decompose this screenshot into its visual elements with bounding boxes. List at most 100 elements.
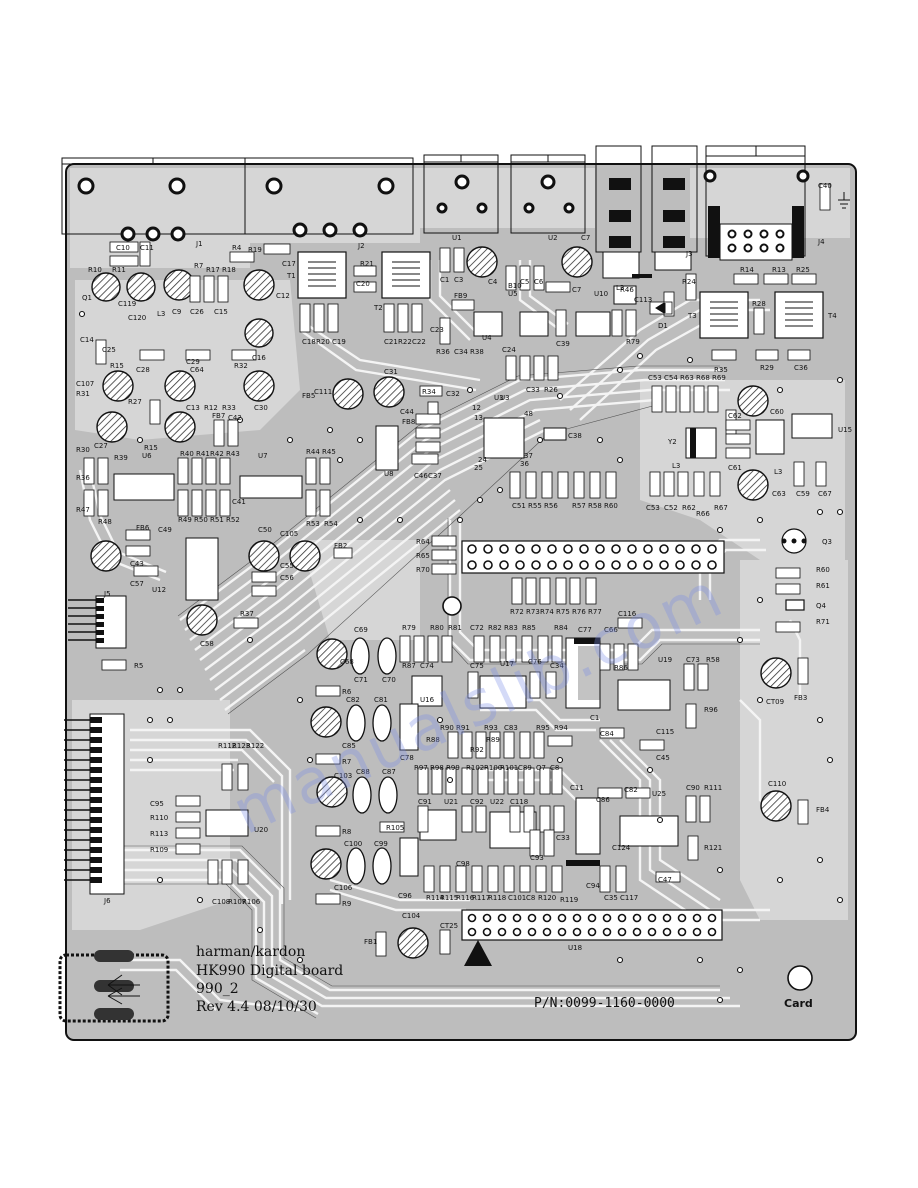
svg-text:C25: C25 [102,346,116,354]
svg-text:FB2: FB2 [334,542,347,550]
svg-text:C43: C43 [130,560,144,568]
svg-text:R100: R100 [484,764,502,772]
svg-text:C11: C11 [570,784,584,792]
svg-text:R70: R70 [416,566,430,574]
svg-text:R64: R64 [416,538,430,546]
svg-text:R115: R115 [440,894,458,902]
svg-text:C68: C68 [340,658,354,666]
svg-text:C44: C44 [400,408,414,416]
svg-text:C82: C82 [624,786,638,794]
svg-text:FB8: FB8 [402,418,415,426]
diode-d1 [649,301,673,315]
svg-text:C94: C94 [586,882,600,890]
svg-text:C64: C64 [190,366,204,374]
svg-text:C11: C11 [140,244,154,252]
svg-text:R46: R46 [620,286,634,294]
svg-text:Q4: Q4 [816,602,827,610]
svg-text:R107: R107 [228,898,246,906]
svg-text:FB3: FB3 [794,694,807,702]
svg-text:C47: C47 [658,876,672,884]
svg-text:R42: R42 [210,450,224,458]
svg-text:R4: R4 [232,244,242,252]
ground-symbol [838,192,850,209]
svg-text:R52: R52 [226,516,240,524]
svg-text:R37: R37 [240,610,254,618]
svg-text:U2: U2 [548,234,558,242]
svg-text:FB4: FB4 [816,806,830,814]
svg-text:R12: R12 [204,404,218,412]
svg-text:C73: C73 [686,656,700,664]
svg-text:Y2: Y2 [667,438,677,446]
svg-text:R48: R48 [98,518,112,526]
svg-text:C33: C33 [556,834,570,842]
svg-text:C99: C99 [374,840,388,848]
svg-text:C67: C67 [818,490,832,498]
svg-text:R61: R61 [816,582,830,590]
svg-text:C5: C5 [520,278,529,286]
svg-text:C76: C76 [528,658,542,666]
svg-text:R27: R27 [128,398,142,406]
svg-text:U10: U10 [594,290,608,298]
svg-text:Q3: Q3 [822,538,832,546]
svg-text:C34: C34 [550,662,564,670]
svg-text:T4: T4 [827,312,837,320]
svg-text:R9: R9 [342,900,351,908]
left-edge-j5-pads [96,598,104,643]
svg-text:C78: C78 [400,754,414,762]
svg-text:R6: R6 [342,688,352,696]
svg-text:R36: R36 [76,474,90,482]
svg-text:13: 13 [474,414,483,422]
svg-text:C71: C71 [354,676,368,684]
svg-text:C52: C52 [664,504,678,512]
svg-text:Q7: Q7 [536,764,546,772]
svg-text:U3: U3 [500,394,510,402]
svg-text:C3: C3 [454,276,463,284]
svg-text:C110: C110 [768,780,786,788]
svg-text:C69: C69 [354,626,368,634]
svg-text:R22: R22 [398,338,412,346]
svg-text:R14: R14 [740,266,754,274]
svg-text:C19: C19 [332,338,346,346]
svg-text:C106: C106 [334,884,353,892]
svg-text:C63: C63 [772,490,786,498]
svg-text:C13: C13 [186,404,200,412]
svg-text:R113: R113 [150,830,168,838]
mounting-holes [442,596,813,991]
svg-text:R7: R7 [342,758,351,766]
svg-text:C6: C6 [534,278,544,286]
svg-text:C96: C96 [398,892,412,900]
svg-text:C8: C8 [550,764,559,772]
svg-text:CT09: CT09 [766,698,784,706]
svg-text:C1: C1 [590,714,599,722]
svg-text:U8: U8 [384,470,394,478]
svg-text:R43: R43 [226,450,240,458]
svg-text:C27: C27 [94,442,108,450]
svg-text:R66: R66 [696,510,710,518]
svg-text:C33: C33 [526,386,540,394]
svg-text:R120: R120 [538,894,556,902]
svg-text:C118: C118 [510,798,528,806]
title-block: harman/kardon HK990 Digital board 990_2 … [196,944,813,1015]
svg-text:C100: C100 [344,840,362,848]
svg-text:C28: C28 [136,366,150,374]
svg-text:R83: R83 [504,624,518,632]
svg-text:36: 36 [520,460,529,468]
svg-text:C92: C92 [470,798,484,806]
svg-text:R65: R65 [416,552,430,560]
svg-text:T3: T3 [687,312,697,320]
svg-text:J6: J6 [103,897,111,905]
header-top-pins [467,544,717,570]
transistor-pins [781,538,807,544]
svg-text:R99: R99 [446,764,460,772]
svg-text:R11: R11 [112,266,126,274]
svg-text:C32: C32 [446,390,460,398]
svg-text:C55: C55 [280,562,294,570]
svg-text:R96: R96 [704,706,718,714]
svg-text:C34: C34 [454,348,468,356]
svg-text:C53: C53 [646,504,660,512]
svg-text:R73: R73 [526,608,540,616]
svg-text:R116: R116 [456,894,475,902]
svg-text:T1: T1 [286,272,296,280]
svg-text:R10: R10 [88,266,102,274]
svg-text:C7: C7 [581,234,590,242]
